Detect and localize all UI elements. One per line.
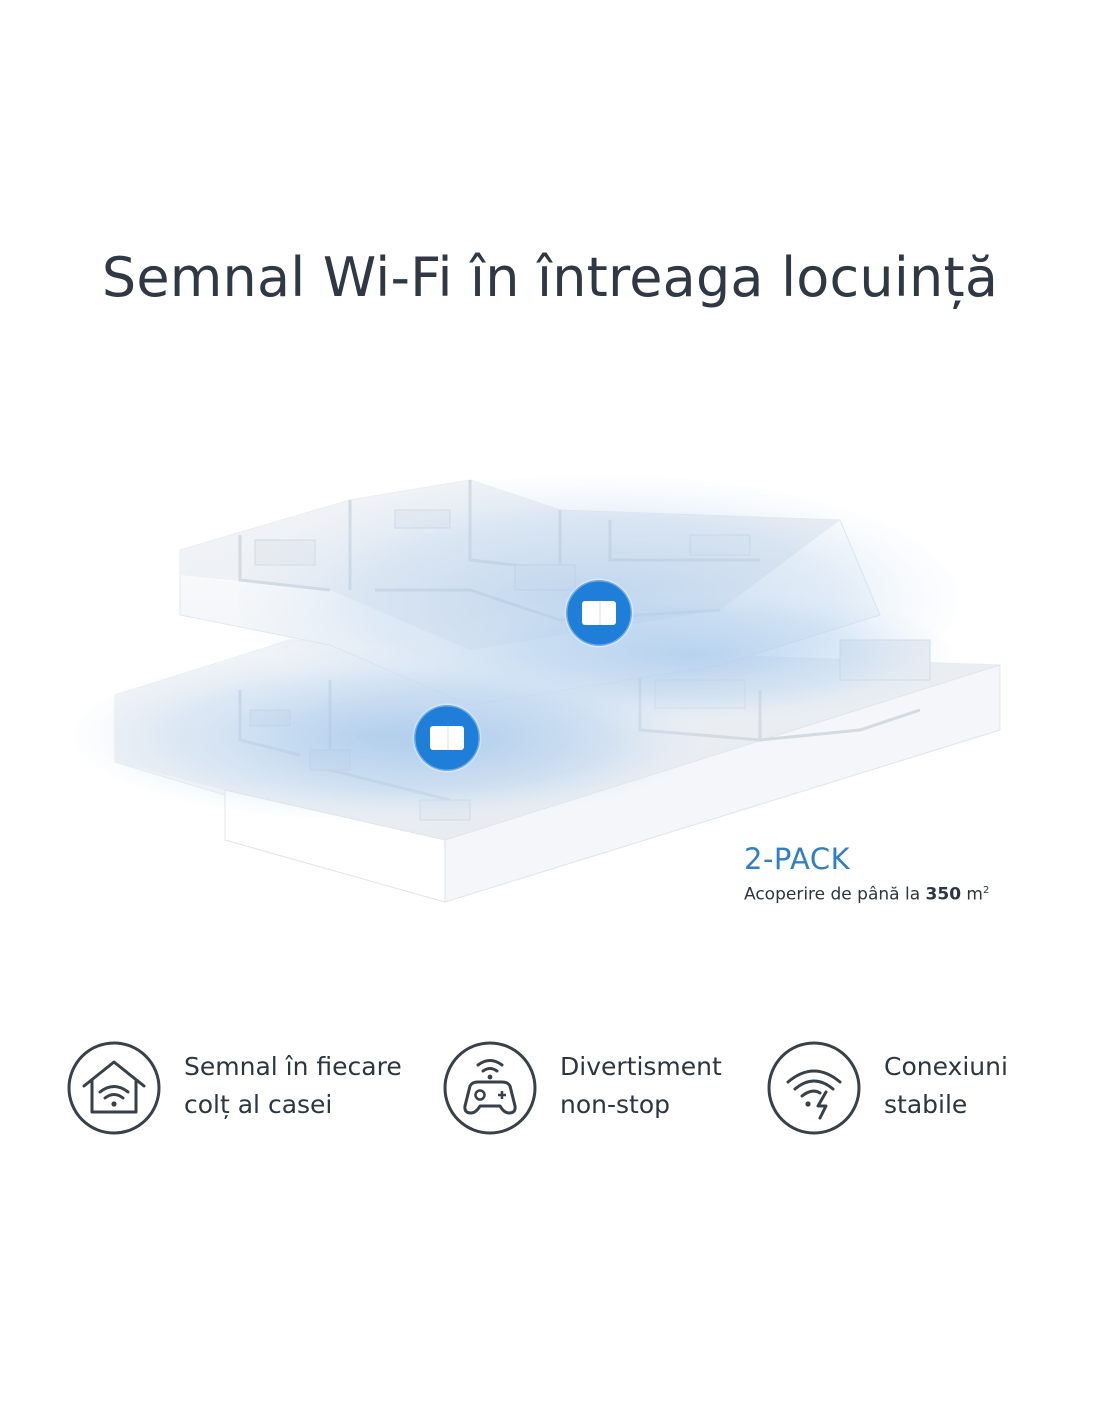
coverage-value: 350 xyxy=(925,884,962,905)
feature-text: Semnal în fiecare colț al casei xyxy=(184,1048,402,1124)
coverage-exponent: 2 xyxy=(983,885,990,896)
page-title: Semnal Wi-Fi în întreaga locuință xyxy=(101,246,999,309)
feature-line-2: colț al casei xyxy=(184,1090,333,1119)
floorplan-illustration xyxy=(75,475,1001,903)
coverage-unit: m xyxy=(961,884,983,905)
wifi-lightning-icon xyxy=(767,1041,861,1135)
coverage-prefix: Acoperire de până la xyxy=(744,884,926,905)
feature-text: Conexiuni stabile xyxy=(884,1048,1008,1124)
feature-list: Semnal în fiecare colț al casei Divertis… xyxy=(0,1038,1100,1138)
coverage-line: Acoperire de până la 350 m2 xyxy=(744,878,1074,908)
gamepad-wifi-icon xyxy=(443,1041,537,1135)
pack-info: 2-PACK Acoperire de până la 350 m2 xyxy=(744,840,1074,908)
feature-line-1: Semnal în fiecare xyxy=(184,1052,402,1081)
mesh-device-upper-icon xyxy=(564,578,634,648)
feature-text: Divertisment non-stop xyxy=(560,1048,722,1124)
mesh-device-lower-icon xyxy=(412,703,482,773)
feature-line-1: Divertisment xyxy=(560,1052,722,1081)
pack-name: 2-PACK xyxy=(744,842,851,876)
feature-line-2: stabile xyxy=(884,1090,968,1119)
feature-line-2: non-stop xyxy=(560,1090,670,1119)
feature-line-1: Conexiuni xyxy=(884,1052,1008,1081)
house-wifi-icon xyxy=(67,1041,161,1135)
